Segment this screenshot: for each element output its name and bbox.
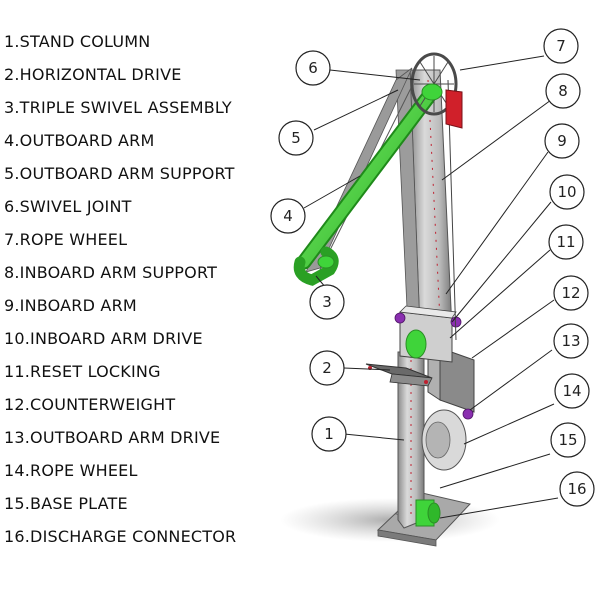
- legend-item-3: 3.TRIPLE SWIVEL ASSEMBLY: [4, 98, 232, 117]
- legend-item-13: 13.OUTBOARD ARM DRIVE: [4, 428, 221, 447]
- legend-item-14: 14.ROPE WHEEL: [4, 461, 138, 480]
- callout-16: 16: [559, 471, 595, 507]
- callout-label-15: 15: [558, 431, 577, 449]
- legend-item-1: 1.STAND COLUMN: [4, 32, 151, 51]
- callout-13: 13: [553, 323, 589, 359]
- callout-9: 9: [544, 123, 580, 159]
- callout-1: 1: [311, 416, 347, 452]
- legend-item-4: 4.OUTBOARD ARM: [4, 131, 155, 150]
- callout-label-11: 11: [556, 233, 575, 251]
- callout-label-13: 13: [561, 332, 580, 350]
- callout-label-12: 12: [561, 284, 580, 302]
- legend-item-11: 11.RESET LOCKING: [4, 362, 161, 381]
- callout-6: 6: [295, 50, 331, 86]
- callout-label-4: 4: [283, 207, 293, 225]
- callout-15: 15: [550, 422, 586, 458]
- legend-item-5: 5.OUTBOARD ARM SUPPORT: [4, 164, 235, 183]
- callout-11: 11: [548, 224, 584, 260]
- callout-label-3: 3: [322, 293, 332, 311]
- legend-item-16: 16.DISCHARGE CONNECTOR: [4, 527, 237, 546]
- callout-4: 4: [270, 198, 306, 234]
- legend-item-12: 12.COUNTERWEIGHT: [4, 395, 176, 414]
- callout-3: 3: [309, 284, 345, 320]
- callout-12: 12: [553, 275, 589, 311]
- callout-label-2: 2: [322, 359, 332, 377]
- legend-item-10: 10.INBOARD ARM DRIVE: [4, 329, 203, 348]
- callout-7: 7: [543, 28, 579, 64]
- inboard-arm-drive: [394, 305, 462, 363]
- leader-lines: [303, 55, 559, 519]
- callout-label-8: 8: [558, 82, 568, 100]
- callout-14: 14: [554, 373, 590, 409]
- callout-label-14: 14: [562, 382, 581, 400]
- legend-item-8: 8.INBOARD ARM SUPPORT: [4, 263, 218, 282]
- callout-label-1: 1: [324, 425, 334, 443]
- legend-item-9: 9.INBOARD ARM: [4, 296, 137, 315]
- callout-2: 2: [309, 350, 345, 386]
- lower-rope-wheel: [421, 409, 467, 471]
- callout-label-9: 9: [557, 132, 567, 150]
- callout-8: 8: [545, 73, 581, 109]
- discharge-connector: [415, 499, 441, 527]
- callout-label-16: 16: [567, 480, 586, 498]
- legend-item-2: 2.HORIZONTAL DRIVE: [4, 65, 182, 84]
- callout-5: 5: [278, 120, 314, 156]
- swivel-joint: [421, 83, 443, 101]
- legend-item-15: 15.BASE PLATE: [4, 494, 128, 513]
- callout-label-7: 7: [556, 37, 566, 55]
- callout-label-10: 10: [557, 183, 576, 201]
- triple-swivel-assembly: [293, 246, 339, 286]
- red-bracket: [445, 89, 463, 129]
- outboard-arm: [296, 84, 440, 270]
- parts-legend: 1.STAND COLUMN 2.HORIZONTAL DRIVE 3.TRIP…: [4, 28, 254, 556]
- callout-label-5: 5: [291, 129, 301, 147]
- callout-10: 10: [549, 174, 585, 210]
- horizontal-drive: [365, 363, 433, 387]
- counterweight: [427, 339, 475, 413]
- outboard-arm-drive: [462, 408, 474, 420]
- callout-label-6: 6: [308, 59, 318, 77]
- legend-item-6: 6.SWIVEL JOINT: [4, 197, 132, 216]
- legend-item-7: 7.ROPE WHEEL: [4, 230, 128, 249]
